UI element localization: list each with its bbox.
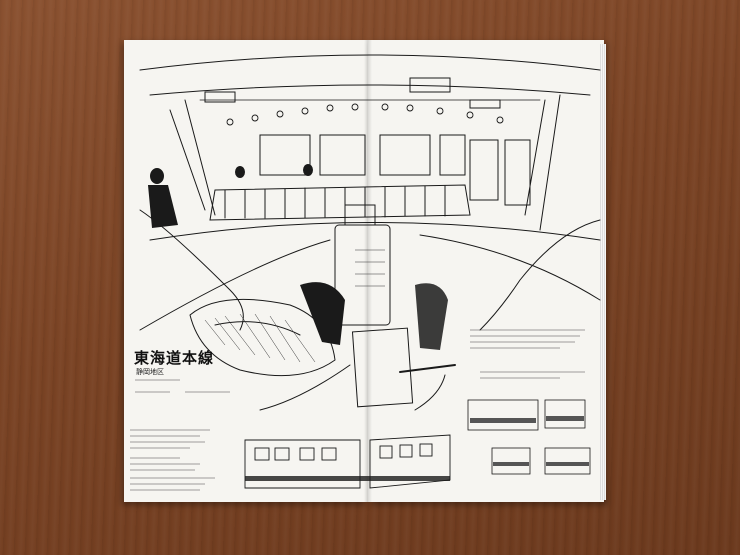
- page-edges: [600, 44, 606, 500]
- journal-subtitle: 静岡地区: [136, 368, 164, 376]
- notebook-left-page: [124, 40, 368, 502]
- notebook-right-page: [368, 40, 604, 502]
- journal-title: 東海道本線: [134, 349, 215, 367]
- notebook-gutter: [364, 40, 372, 502]
